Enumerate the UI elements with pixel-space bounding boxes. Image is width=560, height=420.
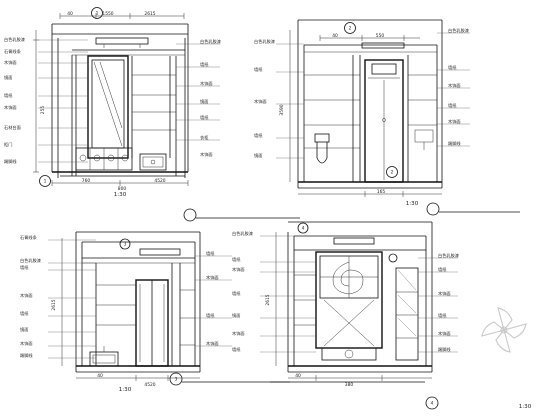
section-marker-label: 2 [349,26,352,32]
section-marker-label: 1 [44,179,47,185]
material-note: 踢脚线 [438,346,451,353]
material-note: 木饰面 [254,98,267,105]
material-note: 镜面 [20,326,28,333]
material-note: 木饰面 [4,104,17,111]
material-note: 踢脚线 [20,352,33,359]
elevation-bottom-left [48,231,290,386]
material-note: 墙纸 [206,250,215,257]
material-note: 墙纸 [20,310,29,317]
material-note: 白色乳胶漆 [4,36,25,43]
dimension-label: 2615 [265,294,271,305]
dimension-label: 2615 [51,299,57,310]
section-marker-label: 3 [124,242,127,248]
caption-marker [426,202,440,216]
dimension-label: 40 [295,373,301,379]
dimension-label: 165 [377,189,386,195]
material-note: 墙纸 [20,264,29,271]
material-note: 木饰面 [200,80,213,87]
material-note: 镜面 [200,98,208,105]
material-note: 木饰面 [4,59,17,66]
section-marker-label: 2 [391,170,394,176]
elevation-bottom-right [260,221,458,410]
material-note: 镜面 [232,312,240,319]
material-note: 白色乳胶漆 [232,230,253,237]
material-note: 白色乳胶漆 [254,38,275,45]
elevation-top-right [276,19,520,216]
material-note: 木饰面 [20,340,33,347]
material-note: 白色乳胶漆 [200,38,221,45]
section-marker [39,175,51,187]
material-note: 踢脚线 [4,158,17,165]
material-note: 木饰面 [206,340,219,347]
material-note: 石材台面 [4,124,21,131]
caption-marker [183,208,197,222]
section-marker-label: 4 [302,226,305,232]
drawing-scale: 1:30 [119,387,132,393]
dimension-label: 40 [97,373,103,379]
dimension-label: 40 [332,33,338,39]
drawing-scale: 1:30 [114,192,127,198]
caption-marker [169,372,183,386]
caption-marker [425,396,439,410]
dimension-label: 3590 [279,104,285,115]
material-note: 石膏线条 [4,48,22,55]
section-marker [344,22,356,34]
material-note: 墙纸 [206,312,215,319]
material-note: 墙纸 [254,66,263,73]
material-note: 墙纸 [254,132,263,139]
material-note: 墙纸 [438,266,447,273]
drawing-scale: 1:30 [519,404,532,410]
elevation-top-left [33,7,300,222]
material-note: 白色乳胶漆 [438,252,459,259]
dimension-label: 4520 [154,178,165,184]
dimension-label: 380 [345,382,354,388]
dimension-label: 550 [376,33,385,39]
dimension-label: 760 [82,178,91,184]
material-note: 衣柜 [200,134,208,141]
dimension-label: 2615 [144,11,155,17]
material-note: 木饰面 [448,118,461,125]
section-marker-label: 1 [96,11,99,17]
material-note: 木饰面 [20,292,33,299]
material-note: 踢脚线 [448,140,461,147]
material-note: 木饰面 [200,151,213,158]
material-note: 墙纸 [448,64,457,71]
dimension-label: 800 [118,186,127,192]
material-note: 木饰面 [232,330,245,337]
material-note: 墙纸 [200,61,209,68]
material-note: 木饰面 [206,274,219,281]
material-note: 墙纸 [200,114,209,121]
dimension-label: 4520 [144,382,155,388]
material-note: 木饰面 [438,290,451,297]
material-note: 镜面 [254,152,262,159]
dimension-label: 1550 [102,11,113,17]
material-note: 墙纸 [438,312,447,319]
material-note: 墙纸 [232,256,241,263]
material-note: 墙纸 [232,290,241,297]
material-note: 木饰面 [438,330,451,337]
section-marker [91,7,103,19]
material-note: 镜面 [4,74,12,81]
material-note: 墙纸 [232,346,241,353]
dimension-label: 40 [67,11,73,17]
material-note: 木饰面 [232,266,245,273]
section-marker [388,253,398,263]
material-note: 墙纸 [4,92,13,99]
material-note: 白色乳胶漆 [20,257,41,264]
annotation-layer: 11白色乳胶漆石膏线条木饰面镜面墙纸木饰面石材台面柜门踢脚线白色乳胶漆墙纸木饰面… [4,11,532,410]
section-marker [119,238,131,250]
material-note: 白色乳胶漆 [448,27,469,34]
material-note: 石膏线条 [20,234,38,241]
material-note: 木饰面 [448,82,461,89]
section-marker [386,166,398,178]
material-note: 柜门 [4,141,12,148]
pinwheel-logo-icon [481,307,527,353]
dimension-label: 255 [40,106,46,115]
section-marker-label: 4 [431,401,434,407]
drawing-scale: 1:30 [406,201,419,207]
section-marker-label: 3 [175,377,178,383]
material-note: 墙纸 [448,102,457,109]
section-marker [297,222,309,234]
